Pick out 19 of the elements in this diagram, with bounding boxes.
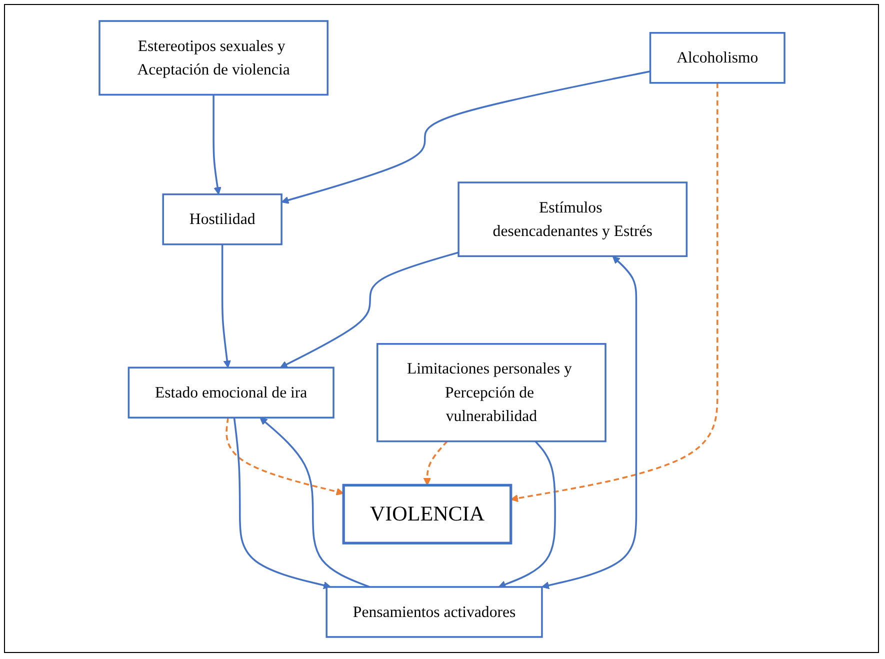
node-box: Pensamientos activadores — [325, 586, 542, 638]
node-box: Estereotipos sexuales y Aceptación de violencia — [98, 20, 328, 96]
node-box: Alcoholismo — [648, 31, 785, 84]
arrow — [422, 440, 448, 486]
arrow — [225, 417, 344, 495]
node-box: Limitaciones personales y Percepción de vulnerabilidad — [376, 342, 606, 442]
node-box: Estado emocional de ira — [127, 366, 334, 418]
arrow — [498, 440, 556, 588]
arrow — [279, 251, 458, 368]
arrow — [510, 82, 718, 502]
arrow — [212, 94, 221, 194]
arrow — [259, 416, 370, 588]
arrow — [232, 417, 331, 589]
arrow — [220, 244, 230, 368]
node-box: Hostilidad — [162, 192, 282, 245]
node-box: Estímulos desencadenantes y Estrés — [457, 181, 688, 257]
arrow — [280, 70, 650, 204]
arrow — [541, 256, 637, 589]
node-box: VIOLENCIA — [342, 483, 512, 544]
